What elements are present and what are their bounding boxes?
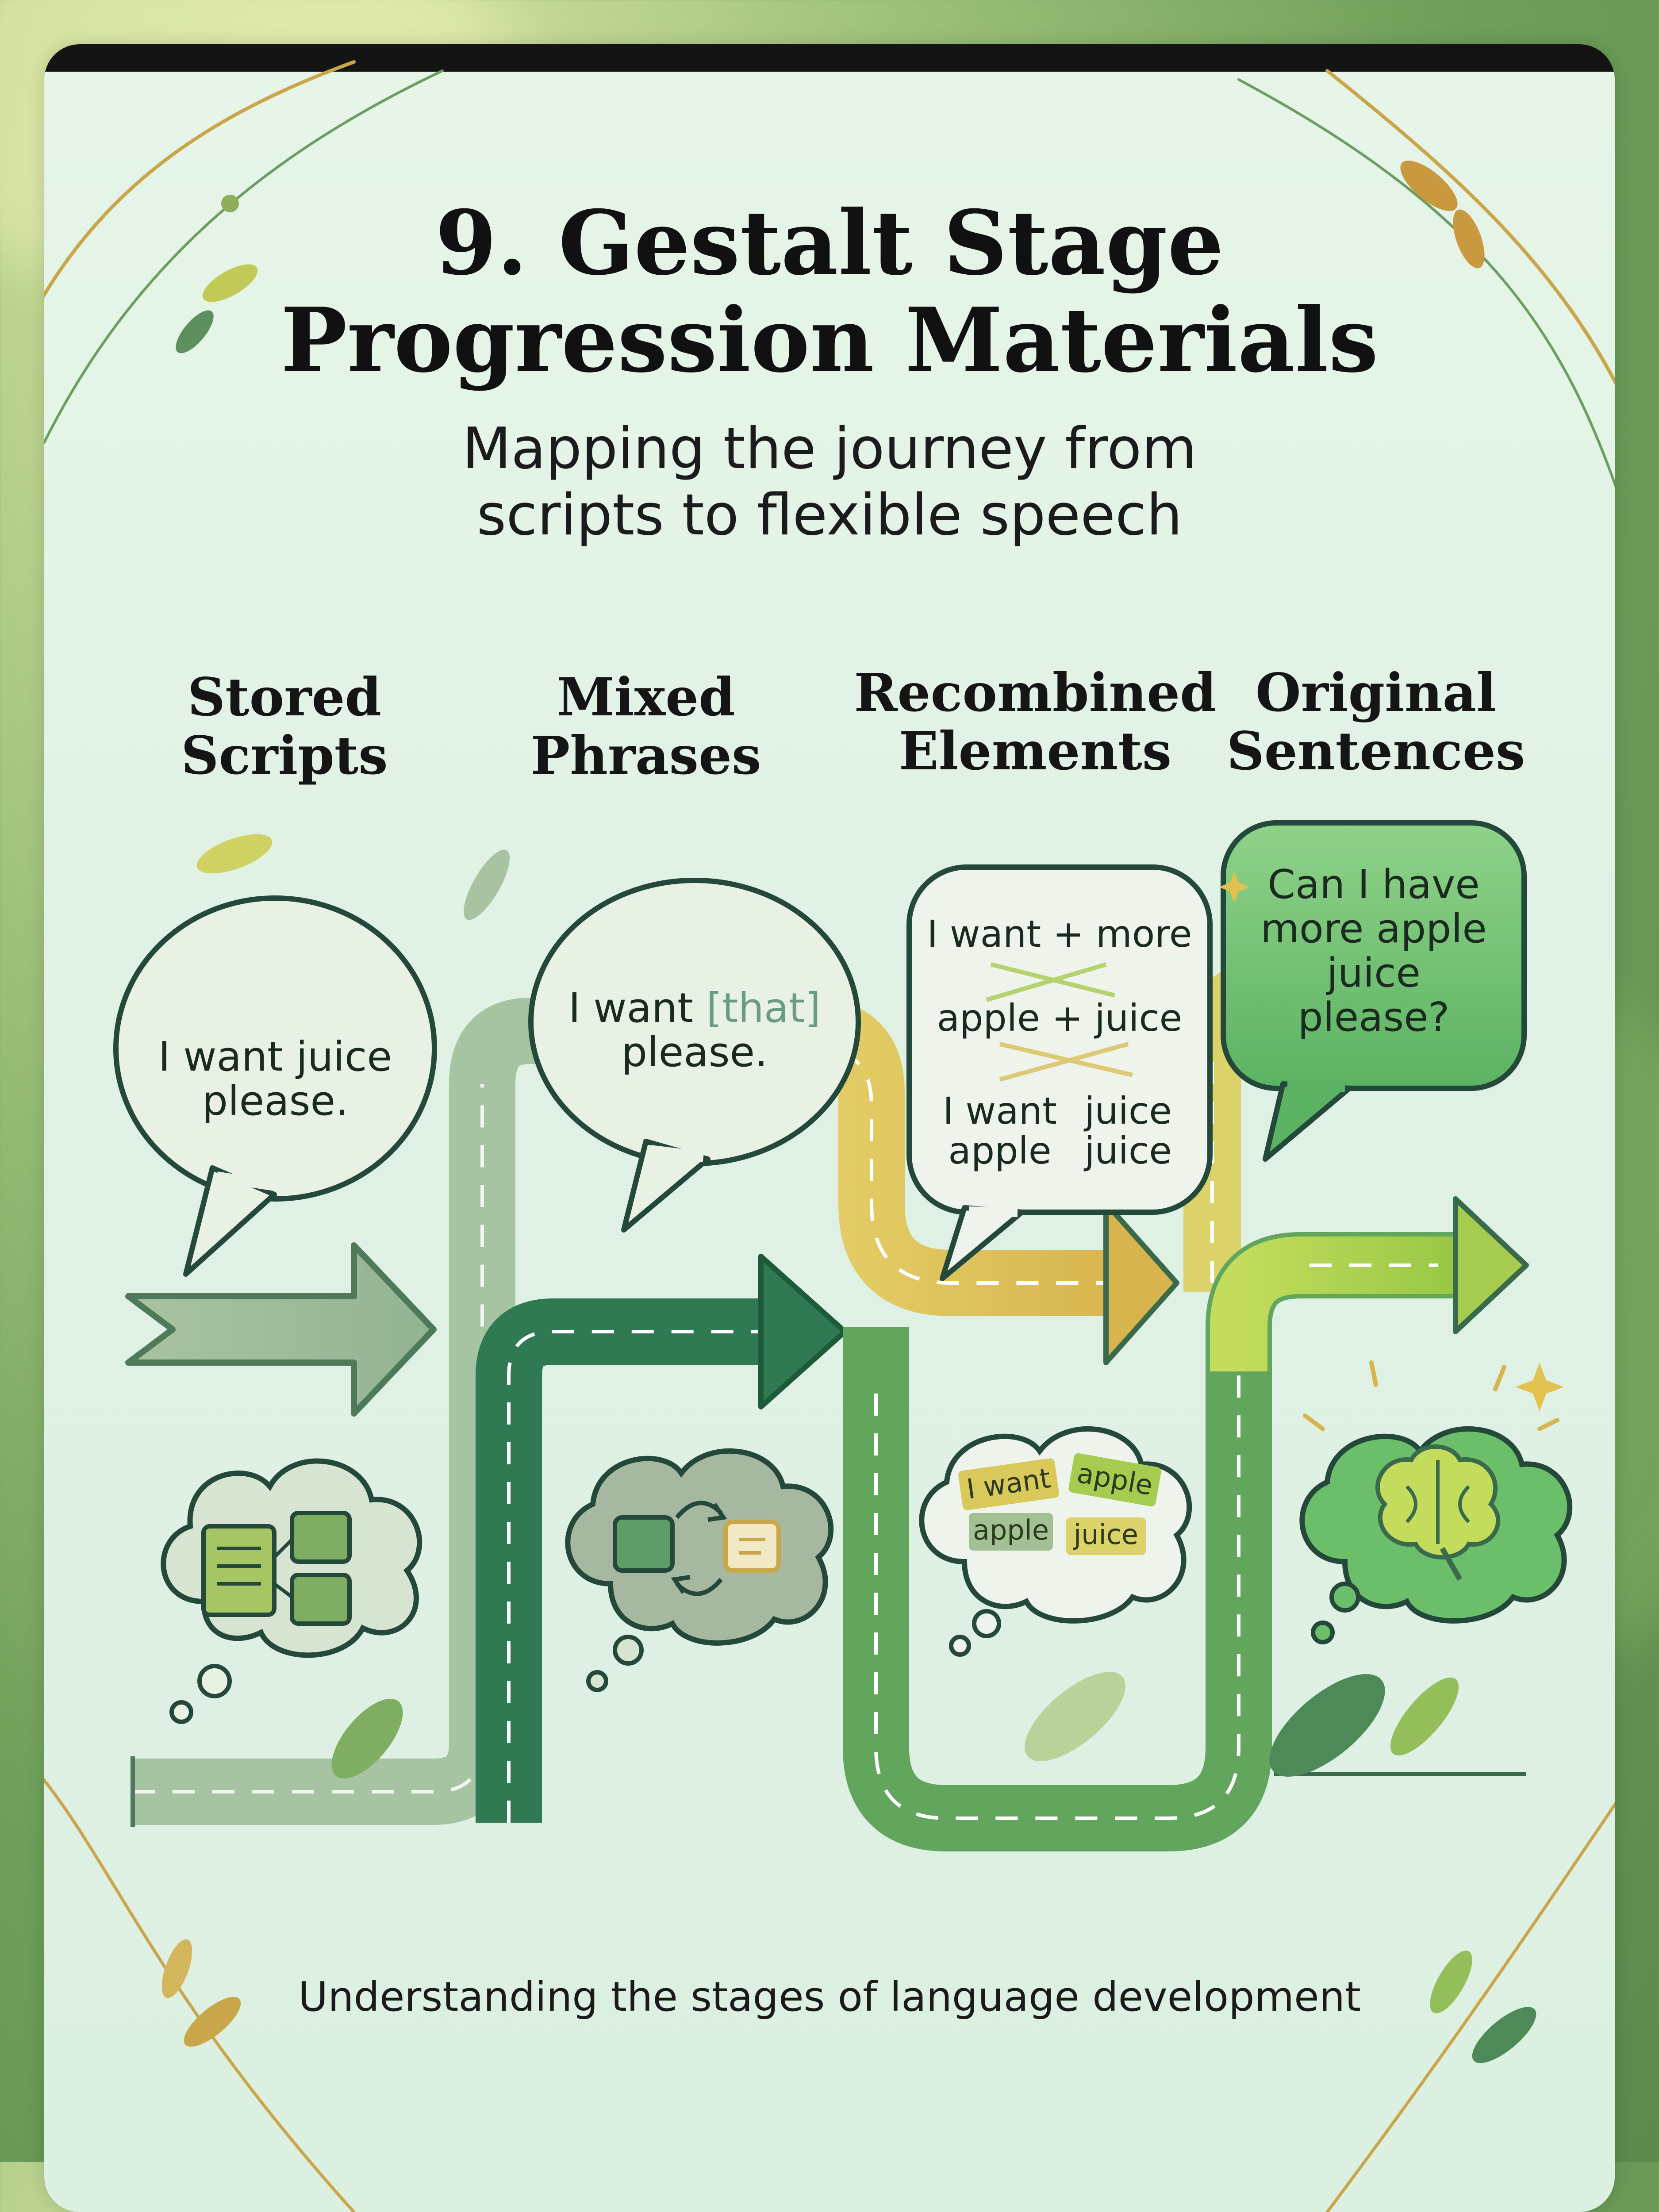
thought-cloud-mixed-phrases (565, 1448, 834, 1692)
chip-label: apple (973, 1514, 1049, 1546)
subtitle-line-1: Mapping the journey from (462, 416, 1197, 482)
bubble-text-line: Can I have (1267, 861, 1480, 908)
thought-cloud-recombined-elements: I want apple apple juice (919, 1426, 1192, 1657)
stage3-arrow (1103, 1201, 1179, 1365)
subtitle-line-2: scripts to flexible speech (476, 482, 1183, 548)
infographic-card: 9. Gestalt Stage Progression Materials M… (44, 44, 1615, 2212)
leaf-icon (196, 834, 1459, 1779)
page-title-line-2: Progression Materials (280, 288, 1379, 392)
chip-label: juice (1073, 1518, 1138, 1551)
word-chips-icon: I want apple apple juice (958, 1453, 1161, 1555)
corner-vines-decoration (44, 60, 1615, 2212)
bubble-text-line: juice (1083, 1089, 1172, 1133)
bubble-text-line: more apple (1260, 906, 1487, 952)
bubble-text-line: I want (943, 1089, 1057, 1133)
bubble-text-line: I want [that] (568, 984, 821, 1032)
bubble-text-line: juice (1083, 1129, 1172, 1172)
speech-bubble-original-sentences: Can I have more apple juice please? (1221, 820, 1527, 1162)
top-bar (44, 44, 1615, 72)
bubble-text-line: I want juice (158, 1033, 392, 1080)
bubble-text-line: apple + juice (937, 996, 1183, 1040)
bubble-text-line: please. (622, 1029, 768, 1076)
bubble-text-line: apple (948, 1129, 1051, 1172)
swap-cycle-icon (613, 1501, 781, 1596)
stage-label-stored-scripts: Stored Scripts (181, 666, 388, 786)
bubble-text-line: juice (1326, 950, 1421, 996)
bubble-text-line: please? (1298, 994, 1450, 1041)
bubble-text-line: please. (202, 1077, 349, 1125)
script-cards-icon (201, 1511, 352, 1626)
stage2-arrow (758, 1254, 848, 1409)
leaf-icon (161, 161, 1536, 2063)
brain-icon (1375, 1444, 1501, 1581)
speech-bubble-stored-scripts: I want juice please. (113, 895, 437, 1277)
stage-label-mixed-phrases: Mixed Phrases (530, 666, 761, 786)
speech-bubble-mixed-phrases: I want [that] please. (528, 878, 861, 1233)
speech-bubble-recombined-elements: I want + more apple + juice I want juice… (906, 864, 1213, 1281)
thought-cloud-original-sentences (1219, 872, 1573, 1644)
stage-label-original-sentences: Original Sentences (1226, 662, 1525, 782)
footer-caption: Understanding the stages of language dev… (298, 1973, 1361, 2020)
progression-diagram: I want juice please. I want [that] pleas… (44, 60, 1615, 2212)
stage4-arrow (1453, 1196, 1529, 1334)
stage-label-recombined-elements: Recombined Elements (854, 662, 1217, 782)
stage1-arrow (125, 1242, 437, 1417)
thought-cloud-stored-scripts (161, 1458, 422, 1724)
page-title-line-1: 9. Gestalt Stage (435, 191, 1224, 295)
bubble-text-line: I want + more (927, 912, 1192, 956)
sparkle-icon (1219, 872, 1564, 1411)
